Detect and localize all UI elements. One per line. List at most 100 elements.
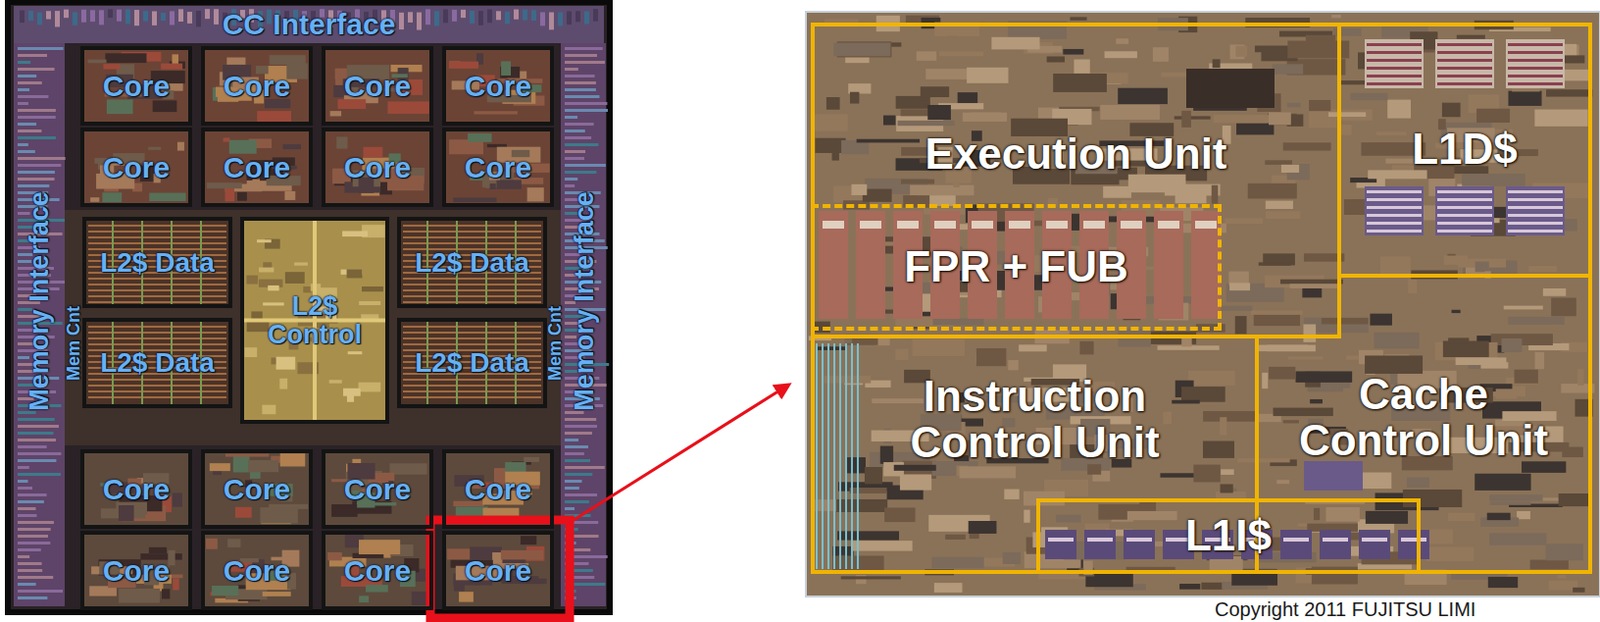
die-texture <box>1079 341 1094 355</box>
die-texture <box>1069 16 1087 20</box>
die-texture <box>1193 464 1220 483</box>
die-texture <box>564 156 585 160</box>
text-area: L2$ Data <box>86 321 229 404</box>
die-texture <box>348 350 363 354</box>
die-texture <box>1461 173 1525 187</box>
die-texture <box>1283 537 1309 542</box>
die-texture <box>564 74 596 78</box>
die-texture <box>1268 112 1292 126</box>
core-box: Core <box>321 530 434 610</box>
unit-outline <box>1256 275 1591 572</box>
die-texture <box>425 8 431 25</box>
core-label: Core <box>344 554 411 587</box>
die-texture <box>88 289 227 292</box>
die-texture <box>161 588 170 599</box>
die-texture <box>321 449 434 529</box>
die-texture <box>1237 457 1290 462</box>
die-texture <box>17 88 30 92</box>
die-texture <box>80 530 193 610</box>
die-texture <box>13 43 65 606</box>
die-texture <box>17 561 43 565</box>
die-texture <box>294 261 308 265</box>
core-label: Core <box>223 473 291 505</box>
die-texture <box>17 150 36 153</box>
core-box: Core <box>200 530 313 610</box>
die-texture <box>833 343 836 569</box>
die-texture <box>1127 510 1178 520</box>
die-texture <box>80 46 193 126</box>
die-texture <box>883 115 896 126</box>
die-texture <box>1505 39 1565 89</box>
die-texture <box>402 337 542 340</box>
die-texture <box>593 8 599 22</box>
die-texture <box>434 10 440 26</box>
die-texture <box>397 216 548 308</box>
die-texture <box>107 8 113 18</box>
die-texture <box>206 182 243 189</box>
die-texture <box>1290 283 1339 289</box>
die-texture <box>17 74 37 78</box>
die-texture <box>895 349 908 360</box>
die-texture <box>276 356 297 370</box>
die-texture <box>209 462 231 471</box>
die-texture <box>1281 164 1300 173</box>
die-texture <box>329 379 343 383</box>
die-texture <box>178 8 184 22</box>
die-texture <box>259 506 298 523</box>
die-texture <box>1366 198 1422 201</box>
cache-control-box: L2$ Control <box>240 216 390 424</box>
die-texture <box>1123 529 1155 559</box>
die-texture <box>523 456 540 462</box>
die-texture <box>17 548 42 551</box>
die-texture <box>909 185 974 197</box>
die-texture <box>223 137 231 142</box>
die-texture <box>80 449 193 529</box>
die-texture <box>1490 500 1532 505</box>
die-texture <box>88 230 227 233</box>
die-texture <box>17 431 53 435</box>
die-texture <box>17 143 29 147</box>
die-texture <box>160 12 166 21</box>
die-texture <box>584 10 590 24</box>
die-texture <box>1191 210 1221 319</box>
die-texture <box>116 9 122 22</box>
die-texture <box>1221 305 1253 311</box>
die-texture <box>952 183 959 188</box>
core-box: Core <box>200 127 313 207</box>
die-texture <box>1045 529 1077 559</box>
die-texture <box>1276 479 1290 484</box>
text-area: Core <box>204 131 309 203</box>
die-texture <box>17 527 51 531</box>
die-texture <box>1488 576 1518 588</box>
die-texture <box>864 466 883 484</box>
die-texture <box>564 170 597 174</box>
die-texture <box>1087 537 1113 542</box>
die-texture <box>1366 229 1422 233</box>
die-texture <box>1561 447 1583 457</box>
copyright-note: Copyright 2011 FUJITSU LIMI <box>1214 599 1476 619</box>
die-texture <box>402 343 542 346</box>
die-texture <box>1224 217 1263 224</box>
die-texture <box>1018 344 1048 351</box>
die-texture <box>321 127 434 207</box>
die-texture <box>976 348 1006 366</box>
die-texture <box>1084 529 1116 559</box>
die-texture <box>564 88 597 92</box>
die-texture <box>1557 574 1567 578</box>
die-texture <box>88 224 227 227</box>
text-area: Core <box>446 452 550 525</box>
die-texture <box>200 127 313 207</box>
die-texture <box>1055 514 1081 523</box>
die-texture <box>1474 473 1531 491</box>
die-texture <box>17 554 30 558</box>
die-texture <box>402 325 542 328</box>
die-texture <box>818 210 849 319</box>
core-label: Core <box>344 473 411 505</box>
die-texture <box>72 11 78 25</box>
die-texture <box>267 285 279 291</box>
die-texture <box>1475 261 1490 273</box>
die-texture <box>520 535 537 545</box>
die-texture <box>549 12 554 31</box>
die-texture <box>836 499 888 512</box>
die-texture <box>934 582 963 593</box>
